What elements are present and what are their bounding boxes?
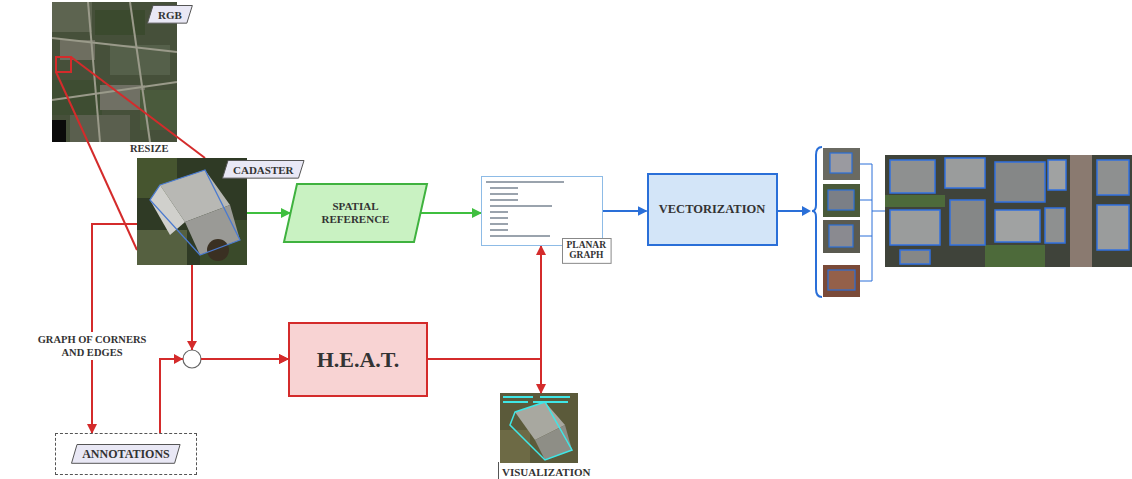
flow-arrow: [428, 246, 541, 359]
code-line: [490, 193, 518, 195]
tag-rect: [562, 238, 611, 263]
dashed-box: ANNOTATIONS: [55, 433, 197, 475]
roof-outline: [828, 190, 854, 210]
building-outline: [945, 158, 985, 188]
code-line: [490, 205, 552, 207]
tag-rule: [498, 462, 499, 479]
aerial-road: [52, 38, 177, 52]
code-line: [490, 223, 508, 225]
thumbnail: [823, 184, 860, 217]
data-parallelogram: SPATIAL REFERENCE: [283, 183, 428, 243]
roof-outline: [829, 225, 853, 247]
overlay-mark: [540, 396, 570, 398]
label-tag: CADASTER: [222, 160, 305, 179]
node-label: VECTORIZATION: [659, 202, 766, 216]
building-outline: [1045, 208, 1065, 243]
building-outline: [995, 210, 1040, 242]
road: [1070, 155, 1092, 267]
label-tag: VISUALIZATION: [498, 462, 594, 479]
code-line: [490, 211, 508, 213]
building-outline: [1097, 160, 1129, 195]
image-frame: RGB: [52, 2, 177, 142]
join-line: [860, 200, 872, 201]
process-box: H.E.A.T.: [288, 322, 428, 397]
grass: [885, 195, 945, 207]
output-arrow: [776, 210, 804, 212]
flow-arrow: [160, 359, 288, 433]
join-line: [872, 164, 873, 281]
thumbnail: [823, 265, 860, 297]
node-label: RGB: [147, 7, 193, 24]
tree: [207, 239, 229, 261]
aerial-patch: [137, 230, 187, 265]
building-outline: [995, 162, 1045, 202]
tag-parallelogram: [72, 445, 181, 464]
aerial-patch: [500, 430, 530, 463]
join-line: [872, 211, 885, 212]
image-frame: VISUALIZATION: [500, 393, 578, 463]
building-outline: [890, 160, 935, 193]
predicted-outline: [510, 402, 572, 460]
resize-line: [71, 57, 205, 158]
join-line: [860, 236, 872, 237]
node-label: PLANAR GRAPH: [562, 238, 612, 264]
graph-panel: PLANAR GRAPH: [481, 176, 603, 246]
code-line: [490, 235, 550, 237]
flow-arrow: [192, 265, 288, 359]
crop-square: [56, 57, 71, 72]
label-tag: PLANAR GRAPH: [562, 238, 612, 264]
grass: [985, 245, 1045, 267]
thumbnail: [823, 148, 860, 180]
node-label: H.E.A.T.: [317, 347, 400, 372]
thumbnail: [823, 220, 860, 253]
code-panel: [481, 176, 603, 246]
building-outline: [900, 250, 930, 264]
flow-arrow: [421, 212, 481, 214]
code-line: [490, 217, 508, 219]
roof-outline: [830, 153, 852, 173]
flow-arrow: [428, 359, 541, 393]
cadaster-outline: [150, 170, 240, 255]
aerial-patch: [100, 85, 145, 110]
aerial-patch: [95, 10, 145, 35]
arrow-head: [802, 206, 811, 216]
aerial-patch: [52, 2, 92, 32]
code-line: [486, 181, 564, 183]
bracket: [812, 147, 822, 297]
overlay-mark: [533, 401, 568, 403]
node-label: CADASTER: [222, 162, 305, 179]
building-outline: [950, 200, 985, 245]
label-tag: ANNOTATIONS: [71, 444, 181, 464]
flow-arrow: [247, 212, 290, 214]
node-label: ANNOTATIONS: [71, 446, 181, 464]
building-outline: [1097, 205, 1129, 250]
tag-parallelogram: [223, 161, 305, 179]
building-outline: [1048, 160, 1066, 190]
tag-parallelogram: [148, 6, 193, 24]
merge-circle: [183, 350, 201, 368]
code-line: [490, 187, 518, 189]
roof-outline: [828, 270, 855, 290]
image-frame: CADASTER: [137, 158, 247, 265]
no-data-corner: [52, 120, 66, 142]
overlay-mark: [503, 396, 533, 398]
node-label: VISUALIZATION: [498, 465, 594, 479]
visualization-image: [500, 393, 578, 463]
edge-label: GRAPH OF CORNERS AND EDGES: [29, 332, 155, 360]
flow-arrow: [603, 210, 647, 212]
code-line: [490, 199, 518, 201]
node-label: SPATIAL REFERENCE: [322, 200, 390, 225]
output-image: [885, 155, 1132, 267]
building-outline: [890, 210, 940, 245]
overlay-mark: [503, 401, 528, 403]
label-tag: RGB: [147, 5, 193, 24]
code-line: [490, 229, 508, 231]
parallelogram-outline: [284, 184, 427, 242]
aerial-road: [130, 2, 150, 142]
flow-arrow: [92, 224, 137, 433]
join-line: [860, 281, 872, 282]
process-box: VECTORIZATION: [647, 173, 778, 246]
join-line: [860, 164, 872, 165]
step-label: RESIZE: [130, 143, 169, 154]
